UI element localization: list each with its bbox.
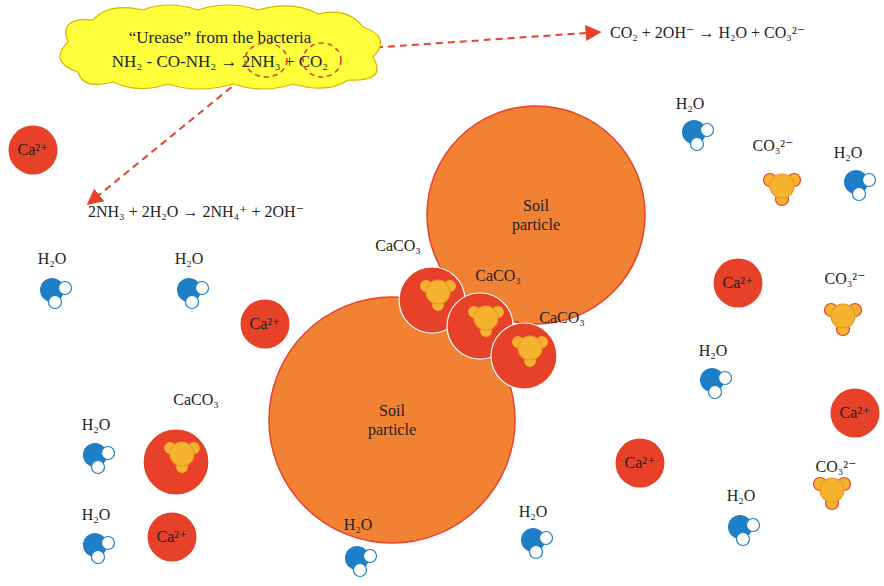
molecule-label: H₂O	[82, 506, 111, 524]
carbonate-ion	[814, 478, 851, 510]
particle-label: Soil particle	[506, 196, 566, 234]
ion-label: Ca²⁺	[156, 527, 187, 546]
calcium-ion: Ca²⁺	[615, 438, 665, 488]
water-molecule	[521, 528, 553, 559]
urease-cloud: “Urease” from the bacteriaNH₂ - CO-NH₂ →…	[48, 2, 392, 92]
reaction-equation: 2NH₃ + 2H₂O → 2NH₄⁺ + 2OH⁻	[88, 203, 304, 221]
molecule-label: H₂O	[727, 487, 756, 505]
calcium-ion: Ca²⁺	[240, 299, 290, 349]
soil-particle: Soil particle	[427, 106, 645, 324]
ion-label: Ca²⁺	[839, 403, 870, 422]
water-molecule	[345, 546, 377, 577]
calcium-ion: Ca²⁺	[713, 258, 763, 308]
molecule-label: H₂O	[676, 95, 705, 113]
molecule-label: H₂O	[699, 342, 728, 360]
reaction-equation: CO₂ + 2OH⁻ → H₂O + CO₃²⁻	[610, 24, 805, 42]
particle-label: Soil particle	[362, 401, 422, 439]
water-molecule	[40, 278, 72, 309]
molecule-label: CO₃²⁻	[815, 458, 856, 476]
cloud-outline	[48, 2, 392, 92]
water-molecule	[700, 368, 732, 399]
dashed-arrow	[88, 72, 250, 204]
molecule-label: CaCO₃	[539, 309, 585, 327]
molecule-label: H₂O	[175, 250, 204, 268]
molecule-label: CO₃²⁻	[752, 137, 793, 155]
carbonate-ion	[764, 174, 801, 206]
molecule-label: CaCO₃	[375, 237, 421, 255]
soil-particle: Soil particle	[269, 297, 515, 543]
water-molecule	[83, 533, 115, 564]
water-molecule	[844, 170, 876, 201]
ion-label: Ca²⁺	[17, 140, 48, 159]
molecule-label: H₂O	[82, 416, 111, 434]
ion-label: Ca²⁺	[722, 273, 753, 292]
water-molecule	[728, 515, 760, 546]
calcium-ion: Ca²⁺	[830, 388, 880, 438]
enzyme-label: “Urease” from the bacteria	[129, 28, 312, 48]
calcium-ion: Ca²⁺	[147, 512, 197, 562]
water-molecule	[177, 278, 209, 309]
water-molecule	[83, 443, 115, 474]
ion-label: Ca²⁺	[624, 453, 655, 472]
reaction-equation: NH₂ - CO-NH₂ → 2NH₃ + CO₂	[112, 52, 329, 72]
molecule-label: H₂O	[344, 516, 373, 534]
molecule-label: CO₃²⁻	[824, 270, 865, 288]
calcium-ion: Ca²⁺	[8, 125, 58, 175]
calcite-crystal	[491, 323, 557, 389]
molecule-label: H₂O	[519, 503, 548, 521]
molecule-label: CaCO₃	[173, 391, 219, 409]
molecule-label: CaCO₃	[475, 267, 521, 285]
molecule-label: H₂O	[834, 144, 863, 162]
carbonate-ion	[825, 304, 862, 336]
water-molecule	[682, 120, 714, 151]
molecule-label: H₂O	[38, 250, 67, 268]
calcite-crystal	[143, 429, 209, 495]
ion-label: Ca²⁺	[249, 314, 280, 333]
